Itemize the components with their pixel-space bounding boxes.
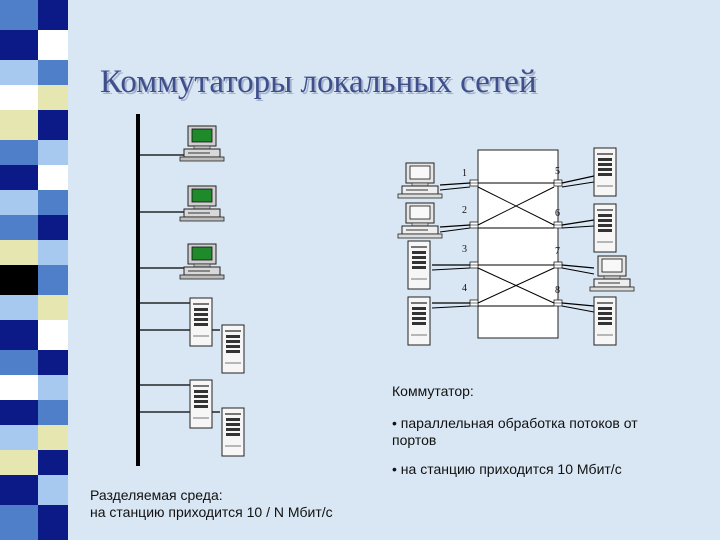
port-number-2: 2 (462, 205, 467, 216)
decorative-stripe-bar (0, 0, 68, 540)
switch-bullet-parallel-line2: портов (392, 432, 437, 448)
port-number-8: 8 (555, 285, 560, 296)
port-number-5: 5 (555, 166, 560, 177)
shared-medium-text: Разделяемая среда: на станцию приходится… (90, 487, 333, 521)
workstation-icon (397, 162, 443, 199)
switch-box (477, 149, 559, 339)
server-tower-icon (221, 324, 245, 374)
workstation-icon (179, 243, 225, 280)
port-number-4: 4 (462, 283, 467, 294)
switch-bullet-parallel: • параллельная обработка потоков от порт… (392, 415, 638, 449)
server-tower-icon (593, 203, 617, 253)
port-number-6: 6 (555, 208, 560, 219)
workstation-icon (179, 185, 225, 222)
switch-bullet-bandwidth: • на станцию приходится 10 Мбит/с (392, 461, 622, 477)
server-tower-icon (593, 147, 617, 197)
server-tower-icon (221, 407, 245, 457)
server-tower-icon (189, 297, 213, 347)
workstation-icon (397, 202, 443, 239)
server-tower-icon (593, 296, 617, 346)
slide-title: Коммутаторы локальных сетей (100, 64, 537, 100)
workstation-icon (179, 125, 225, 162)
shared-medium-line2: на станцию приходится 10 / N Мбит/с (90, 504, 333, 520)
shared-medium-line1: Разделяемая среда: (90, 487, 223, 503)
switch-bullet-parallel-line1: • параллельная обработка потоков от (392, 415, 638, 431)
server-tower-icon (407, 240, 431, 290)
switch-heading: Коммутатор: (392, 383, 474, 399)
port-number-3: 3 (462, 244, 467, 255)
server-tower-icon (407, 296, 431, 346)
port-number-7: 7 (555, 246, 560, 257)
server-tower-icon (189, 379, 213, 429)
workstation-icon (589, 255, 635, 292)
port-number-1: 1 (462, 168, 467, 179)
